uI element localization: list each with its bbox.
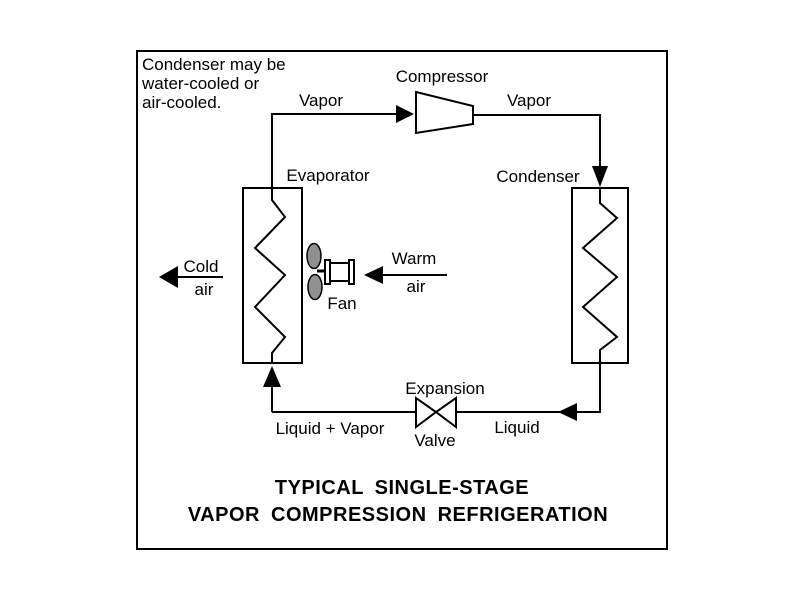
flow-arrow-into-compressor-icon xyxy=(396,105,414,123)
liquid-label: Liquid xyxy=(494,418,539,437)
condenser-coil xyxy=(581,188,619,363)
suction-pipe xyxy=(271,113,397,200)
evaporator-coil xyxy=(253,188,287,363)
compressor-label: Compressor xyxy=(396,67,489,86)
expansion-valve-symbol-right xyxy=(434,396,457,429)
warm-air-label-line2: air xyxy=(407,277,426,296)
fan-motor-flange-right xyxy=(348,259,355,285)
fan-label: Fan xyxy=(327,294,356,313)
note-line-1: Condenser may be xyxy=(142,55,286,74)
diagram-title-line2: VAPOR COMPRESSION REFRIGERATION xyxy=(188,504,608,526)
condenser-label: Condenser xyxy=(496,167,580,186)
cold-air-label-line1: Cold xyxy=(184,257,219,276)
vapor-discharge-label: Vapor xyxy=(507,91,551,110)
valve-label: Valve xyxy=(414,431,455,450)
evaporator-symbol xyxy=(242,187,303,364)
flow-arrow-liquid-icon xyxy=(558,403,577,421)
liquid-vapor-label: Liquid + Vapor xyxy=(276,419,385,438)
fan-motor-body xyxy=(329,262,350,282)
cold-air-arrow-icon xyxy=(159,266,178,288)
vapor-suction-label: Vapor xyxy=(299,91,343,110)
expansion-valve-symbol-left xyxy=(415,396,438,429)
cold-air-label-line2: air xyxy=(195,280,214,299)
fan-blade-bottom xyxy=(307,273,323,301)
liquid-pipe xyxy=(272,363,601,413)
compressor-symbol xyxy=(415,90,474,135)
expansion-label: Expansion xyxy=(405,379,484,398)
diagram-title-line1: TYPICAL SINGLE-STAGE xyxy=(275,477,529,499)
discharge-pipe xyxy=(473,114,601,167)
note-line-3: air-cooled. xyxy=(142,93,221,112)
flow-arrow-into-evaporator-icon xyxy=(263,366,281,387)
condenser-symbol xyxy=(571,187,629,364)
note-line-2: water-cooled or xyxy=(141,74,260,93)
warm-air-arrow-icon xyxy=(364,266,383,284)
warm-air-label-line1: Warm xyxy=(392,249,437,268)
fan-icon xyxy=(306,242,355,301)
evaporator-label: Evaporator xyxy=(286,166,369,185)
fan-blade-top xyxy=(306,242,322,270)
flow-arrow-into-condenser-icon xyxy=(592,166,608,187)
